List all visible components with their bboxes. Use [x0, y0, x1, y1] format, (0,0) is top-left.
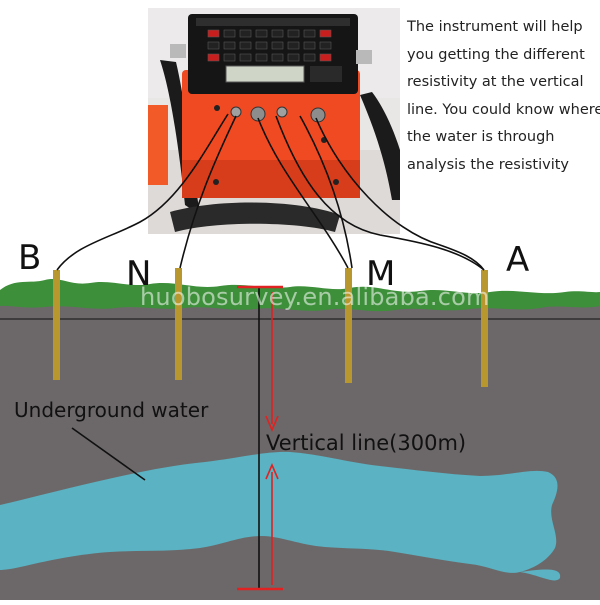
water-tail [520, 569, 561, 581]
cables [56, 113, 485, 271]
electrode-label-b: B [18, 238, 42, 278]
description-line-5: the water is through [407, 129, 555, 145]
description-line-3: resistivity at the vertical [407, 74, 584, 90]
electrode-a [481, 270, 488, 387]
electrode-label-m: M [366, 254, 396, 294]
description-line-1: The instrument will help [407, 19, 583, 35]
vertical-line-label: Vertical line(300m) [266, 431, 467, 455]
description-line-2: you getting the different [407, 46, 585, 63]
grass-layer [0, 279, 600, 312]
electrode-n [175, 268, 182, 380]
red-arrow-up-head [265, 462, 279, 480]
red-arrow-down-head [265, 415, 279, 433]
electrode-b [53, 270, 60, 380]
electrode-label-a: A [506, 240, 530, 280]
description-line-4: line. You could know where [407, 101, 600, 118]
description-line-6: analysis the resistivity [407, 156, 570, 173]
description-text: The instrument will help you getting the… [407, 14, 600, 179]
electrode-m [345, 268, 352, 383]
underground-water-label: Underground water [14, 398, 209, 422]
watermark: huobosurvey.en.alibaba.com [140, 283, 490, 311]
underground-water [0, 451, 558, 573]
instrument-photo [148, 8, 400, 234]
keypad [207, 29, 332, 62]
electrode-label-n: N [126, 254, 152, 294]
lcd-screen [225, 65, 305, 83]
water-pointer-line [71, 427, 146, 481]
